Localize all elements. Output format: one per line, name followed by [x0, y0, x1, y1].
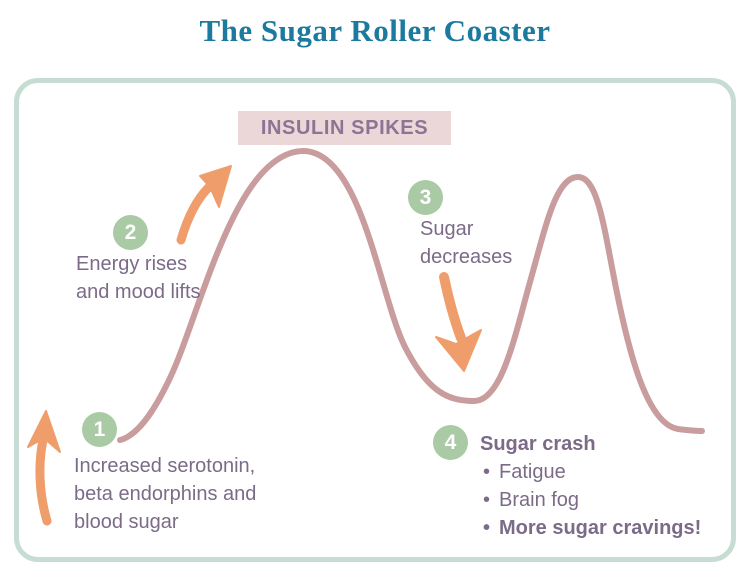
step-2-text: Energy rises and mood lifts [76, 253, 201, 303]
step-1-text: Increased serotonin, beta endorphins and… [74, 455, 257, 533]
step-4-heading: Sugar crash [480, 433, 596, 455]
crash-arrow-icon [435, 272, 482, 372]
step-4-bullet: Fatigue [480, 458, 735, 486]
up-arrow-icon [27, 410, 61, 526]
step-4-circle: 4 [433, 425, 468, 460]
step-4-block: Sugar crash Fatigue Brain fog More sugar… [480, 430, 735, 542]
rise-arrow-icon [176, 165, 232, 245]
page-title: The Sugar Roller Coaster [199, 13, 551, 48]
step-4-bullet: More sugar cravings! [480, 514, 735, 542]
step-2-circle: 2 [113, 215, 148, 250]
step-4-bullet: Brain fog [480, 486, 735, 514]
step-3-text: Sugar decreases [420, 218, 513, 268]
insulin-spikes-badge: INSULIN SPIKES [238, 111, 451, 145]
step-1-circle: 1 [82, 412, 117, 447]
step-3-circle: 3 [408, 180, 443, 215]
step-4-bullet-list: Fatigue Brain fog More sugar cravings! [480, 458, 735, 542]
roller-coaster-curve [117, 147, 705, 443]
